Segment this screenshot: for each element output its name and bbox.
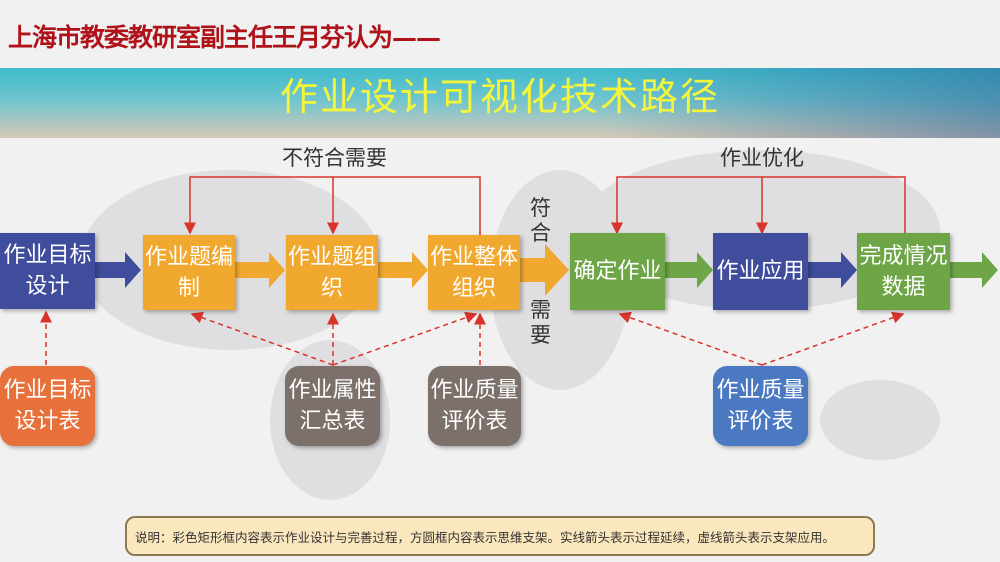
- support-quality-eval-2: 作业质量评价表: [713, 366, 808, 446]
- step-apply: 作业应用: [713, 233, 808, 310]
- support-attribute-summary: 作业属性汇总表: [285, 366, 380, 446]
- flow-arrows: [95, 244, 998, 296]
- step-goal-design: 作业目标设计: [0, 233, 95, 309]
- step-overall-organize: 作业整体组织: [428, 235, 520, 310]
- support-goal-table: 作业目标设计表: [0, 366, 95, 446]
- meet-label-top: 符合: [530, 196, 551, 245]
- optimize-label: 作业优化: [720, 146, 804, 170]
- step-confirm: 确定作业: [570, 233, 665, 310]
- world-map-background: [80, 150, 940, 500]
- feedback-arrows: [184, 176, 906, 235]
- support-quality-eval: 作业质量评价表: [428, 366, 521, 446]
- step-completion-data: 完成情况数据: [857, 233, 950, 310]
- not-meet-label: 不符合需要: [282, 146, 387, 170]
- attribution-heading: 上海市教委教研室副主任王月芬认为——: [8, 23, 441, 52]
- step-question-organize: 作业题组织: [286, 235, 378, 310]
- title-banner: [0, 68, 1000, 138]
- meet-label-bottom: 需要: [530, 298, 551, 347]
- step-question-compile: 作业题编制: [143, 235, 235, 310]
- support-dashed-arrows: [40, 310, 905, 366]
- legend-note: 说明：彩色矩形框内容表示作业设计与完善过程，方圆框内容表示思维支架。实线箭头表示…: [125, 516, 875, 556]
- page-title: 作业设计可视化技术路径: [279, 75, 720, 119]
